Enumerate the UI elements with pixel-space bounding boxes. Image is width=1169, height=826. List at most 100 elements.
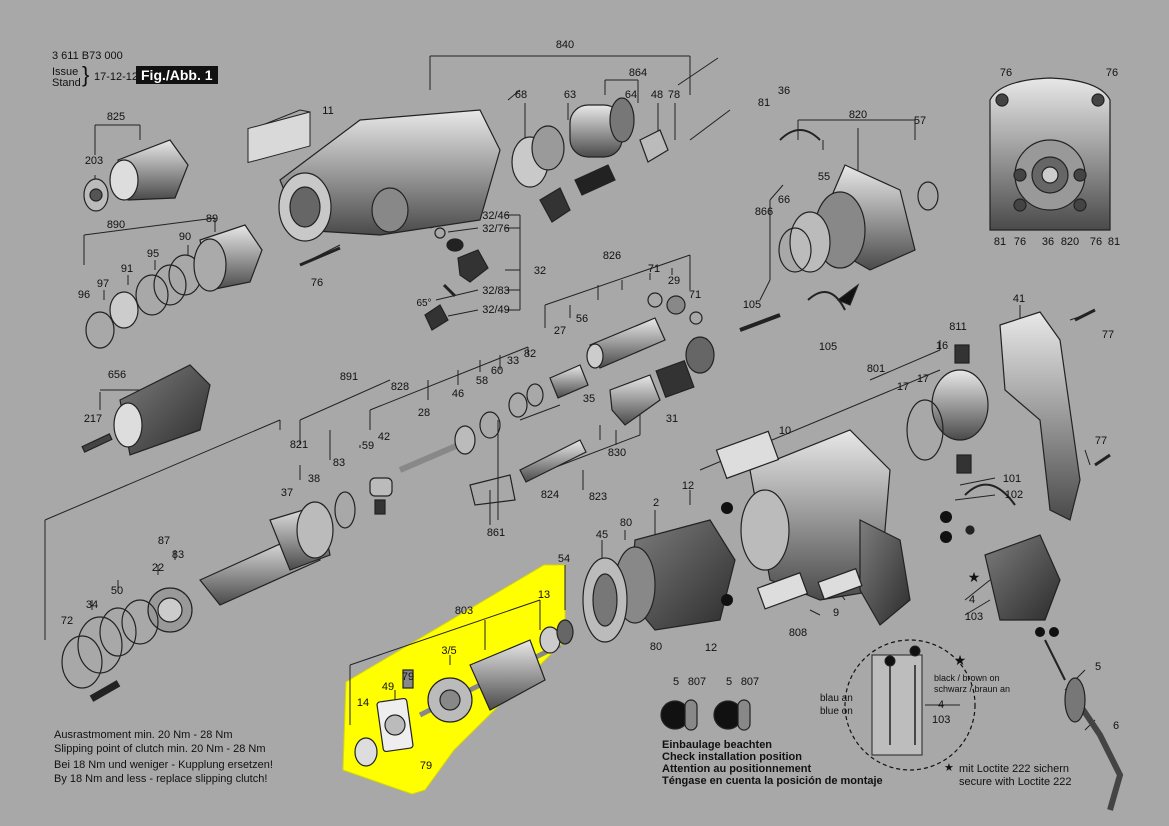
install-note-es: Téngase en cuenta la posición de montaje — [662, 775, 883, 787]
part-label: 32/76 — [482, 223, 510, 235]
part-label: 840 — [556, 39, 574, 51]
part-label: 35 — [583, 393, 595, 405]
part-label: 97 — [97, 278, 109, 290]
part-label: 29 — [668, 275, 680, 287]
part-label: 9 — [833, 607, 839, 619]
part-label: 72 — [61, 615, 73, 627]
loctite-star-marker: ★ — [968, 569, 981, 585]
part-label: 33 — [507, 355, 519, 367]
part-label: 80 — [650, 641, 662, 653]
part-label: 2 — [653, 497, 659, 509]
drill-chuck-825 — [83, 139, 189, 212]
part-label: 5 — [726, 676, 732, 688]
part-label: 41 — [1013, 293, 1025, 305]
part-label: 36 — [1042, 236, 1054, 248]
wiring-blue-on: blue on — [820, 706, 853, 717]
part-label: 5 — [1095, 661, 1101, 673]
issue-label: Issue — [52, 66, 79, 78]
part-label: 203 — [85, 155, 103, 167]
part-label: 76 — [1106, 67, 1118, 79]
loctite-star-marker: ★ — [954, 652, 967, 668]
part-label: 826 — [603, 250, 621, 262]
part-label: 38 — [308, 473, 320, 485]
loctite-note-de: mit Loctite 222 sichern — [959, 763, 1070, 775]
part-label: 91 — [121, 263, 133, 275]
part-label: 34 — [86, 599, 98, 611]
part-label: 825 — [107, 111, 125, 123]
part-label: 12 — [682, 480, 694, 492]
part-label: 54 — [558, 553, 570, 565]
marker-x-1: x — [724, 503, 729, 513]
part-label: 14 — [357, 697, 369, 709]
part-label: 76 — [311, 277, 323, 289]
star-markers: ★ ★ — [954, 569, 981, 668]
part-label: 95 — [147, 248, 159, 260]
part-label: 83 — [333, 457, 345, 469]
part-label: 55 — [818, 171, 830, 183]
label-plate-11 — [247, 111, 311, 164]
part-label: 102 — [1005, 489, 1023, 501]
part-label: 83 — [172, 549, 184, 561]
part-label: 807 — [741, 676, 759, 688]
part-label: 820 — [849, 109, 867, 121]
part-label: 824 — [541, 489, 559, 501]
hammer-mechanism-826 — [549, 292, 715, 426]
part-label: 77 — [1095, 435, 1107, 447]
part-label: 27 — [554, 325, 566, 337]
part-label: 57 — [914, 115, 926, 127]
part-label: 96 — [78, 289, 90, 301]
part-label: 81 — [994, 236, 1006, 248]
part-label: 103 — [965, 611, 983, 623]
figure-badge: Fig./Abb. 1 — [136, 66, 218, 84]
replace-note-de: Bei 18 Nm und weniger - Kupplung ersetze… — [54, 759, 273, 771]
tool-holder-890 — [85, 224, 263, 349]
part-label: 17 — [897, 381, 909, 393]
part-label: 823 — [589, 491, 607, 503]
part-label: 68 — [515, 89, 527, 101]
part-label: 77 — [1102, 329, 1114, 341]
issue-brace: } — [82, 62, 90, 87]
part-label: 890 — [107, 219, 125, 231]
part-labels: 840 864 68 63 64 48 78 825 203 11 890 89… — [61, 39, 1120, 772]
installation-position-icons — [660, 699, 751, 731]
part-label: 4 — [969, 594, 975, 606]
part-label: 5 — [673, 676, 679, 688]
part-label: 50 — [111, 585, 123, 597]
part-label: 49 — [382, 681, 394, 693]
part-label: 66 — [778, 194, 790, 206]
wiring-label-4: 4 — [938, 699, 945, 711]
part-label: 864 — [629, 67, 647, 79]
marker-y-2: y — [943, 532, 948, 542]
switch-4 — [964, 483, 1061, 621]
part-label: 90 — [179, 231, 191, 243]
part-label: 828 — [391, 381, 409, 393]
part-label: 105 — [819, 341, 837, 353]
motor-housing-801 — [715, 429, 911, 626]
part-label: 808 — [789, 627, 807, 639]
loctite-star-icon: ★ — [944, 762, 954, 774]
part-label: 217 — [84, 413, 102, 425]
clutch-note-en: Slipping point of clutch min. 20 Nm - 28… — [54, 743, 266, 755]
intermediate-shaft-824 — [469, 439, 587, 506]
connection-markers — [721, 502, 1059, 637]
wiring-blau-an: blau an — [820, 693, 853, 704]
armature-803 — [354, 619, 574, 767]
part-label: 801 — [867, 363, 885, 375]
wiring-label-103: 103 — [932, 714, 951, 726]
part-label: 6 — [1113, 720, 1119, 732]
marker-2: 2 — [1051, 627, 1056, 637]
stand-label: Stand — [52, 77, 81, 89]
spindle-821 — [61, 491, 356, 702]
part-label: 31 — [666, 413, 678, 425]
part-label: 32 — [534, 265, 546, 277]
replace-note-en: By 18 Nm and less - replace slipping clu… — [54, 773, 268, 785]
part-label: 811 — [949, 321, 967, 333]
part-label: 65° — [416, 298, 431, 309]
loctite-note-en: secure with Loctite 222 — [959, 776, 1072, 788]
part-label: 59 — [362, 440, 374, 452]
part-label: 42 — [378, 431, 390, 443]
part-label: 101 — [1003, 473, 1021, 485]
part-label: 76 — [1090, 236, 1102, 248]
